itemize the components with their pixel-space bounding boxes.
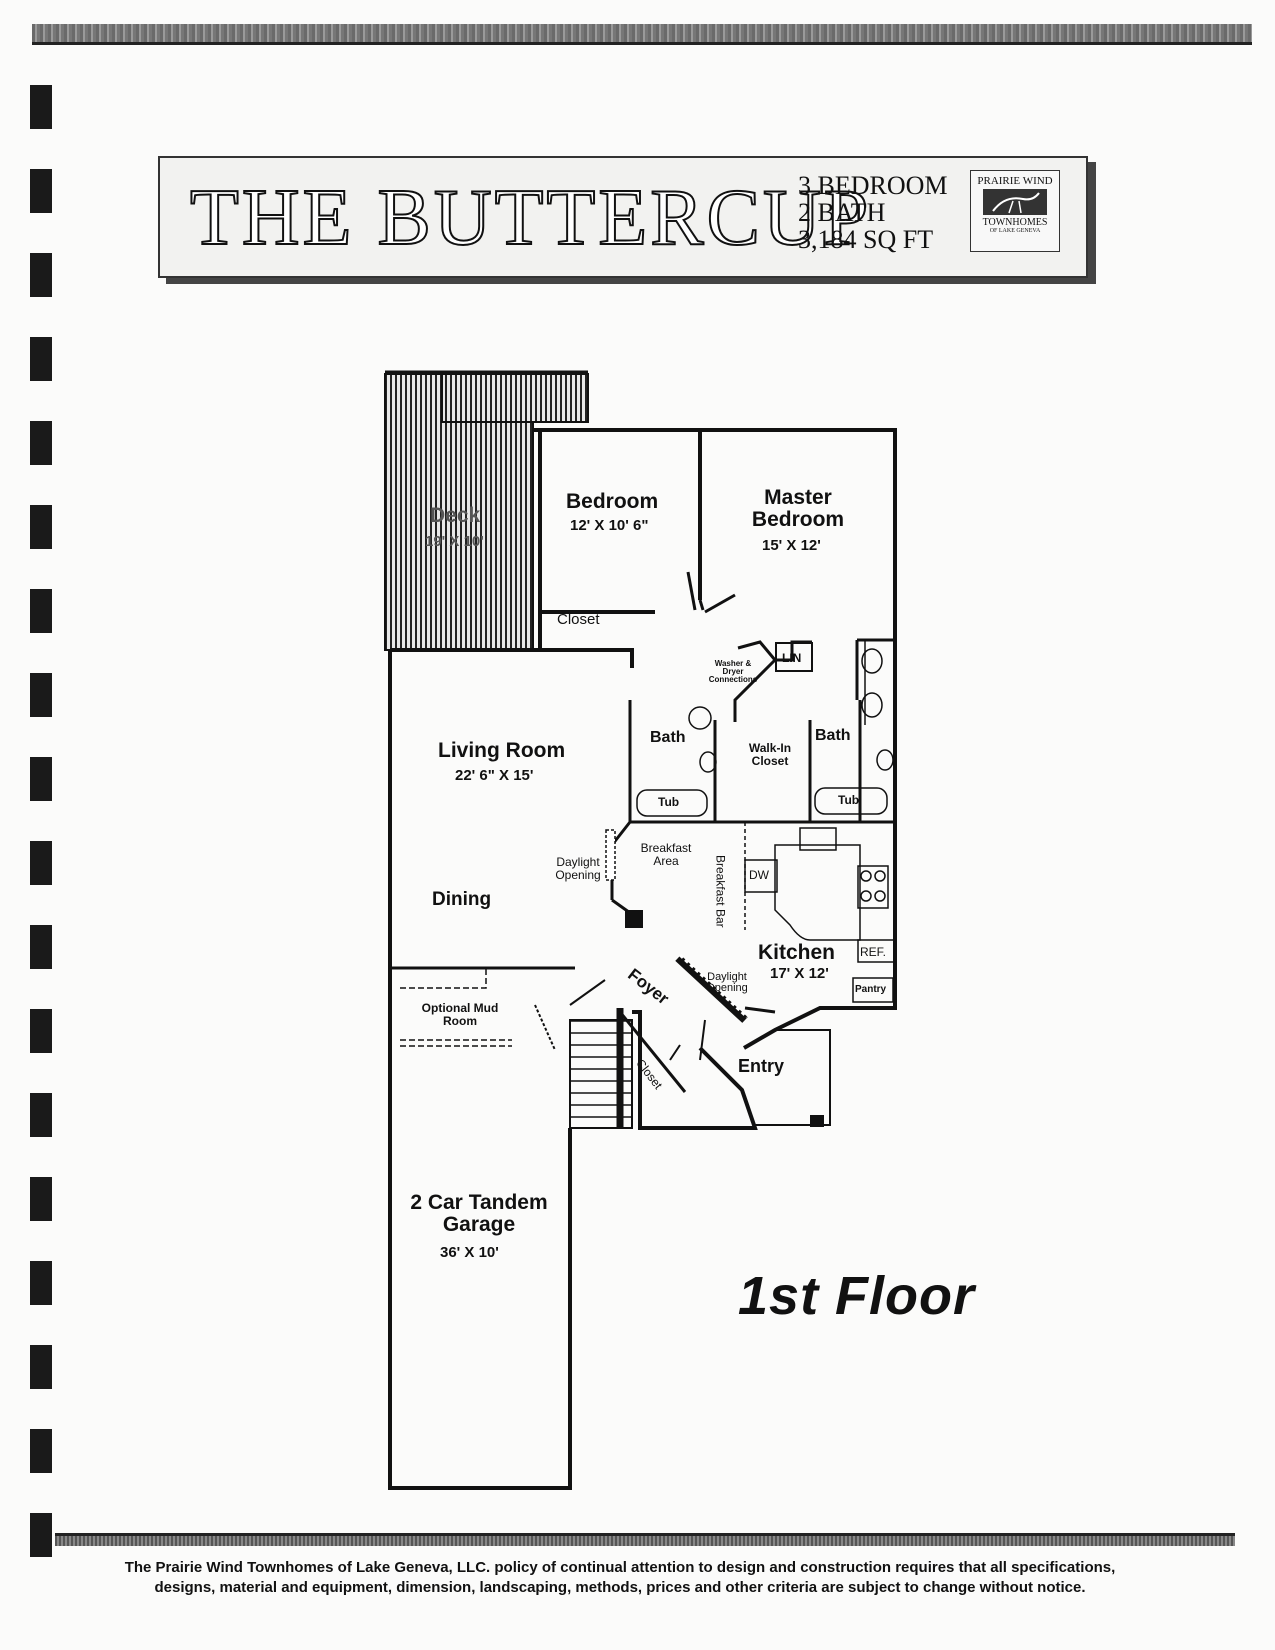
- bath-left-label: Bath: [650, 729, 686, 746]
- sink-left: [688, 706, 712, 730]
- kitchen-dim: 17' X 12': [770, 965, 829, 982]
- floor-label: 1st Floor: [738, 1266, 976, 1326]
- breakfast-area-label: Breakfast Area: [640, 841, 692, 868]
- kitchen-fixtures: [744, 822, 895, 1003]
- disclaimer-footer: The Prairie Wind Townhomes of Lake Genev…: [124, 1559, 1116, 1596]
- interior-walls: [390, 571, 895, 1014]
- plan-title: THE BUTTERCUP: [189, 174, 872, 262]
- pantry-label: Pantry: [855, 984, 887, 995]
- bedroom-count: 3 BEDROOM: [798, 171, 948, 200]
- kitchen-label: Kitchen: [758, 941, 836, 964]
- top-scan-border: [32, 24, 1252, 45]
- daylight-opening-1: [605, 829, 616, 881]
- bedroom-dim: 12' X 10' 6": [570, 517, 649, 534]
- tub-left: [636, 789, 708, 817]
- entry-label: Entry: [738, 1056, 785, 1076]
- logo-line-1: PRAIRIE WIND: [977, 175, 1053, 187]
- deck-dim: 19' X 10': [425, 533, 484, 550]
- heron-icon: [983, 189, 1047, 215]
- sink-right-1: [861, 648, 883, 674]
- title-banner: THE BUTTERCUP 3 BEDROOM 2 BATH 3,184 SQ …: [158, 156, 1088, 278]
- plan-specs: 3 BEDROOM 2 BATH 3,184 SQ FT: [798, 172, 948, 253]
- tub-right: [814, 787, 888, 815]
- binder-holes: [30, 85, 56, 1597]
- refrigerator-label: REF.: [860, 945, 887, 959]
- daylight-opening-label-1: Daylight Opening: [555, 855, 601, 882]
- bath-count: 2 BATH: [798, 198, 886, 227]
- master-bedroom-dim: 15' X 12': [762, 537, 821, 554]
- tub-right-label: Tub: [838, 793, 860, 807]
- daylight-opening-label-2: Daylight Opening: [706, 971, 748, 994]
- square-footage: 3,184 SQ FT: [798, 225, 934, 254]
- dishwasher-label: DW: [749, 868, 769, 882]
- dining-label: Dining: [432, 889, 492, 910]
- exterior-walls: [388, 428, 897, 1050]
- logo-line-3: OF LAKE GENEVA: [989, 228, 1041, 234]
- linen-label: LIN: [782, 651, 802, 665]
- deck-rail: [441, 373, 589, 423]
- foyer-walls: [632, 1010, 758, 1130]
- garage-label: 2 Car Tandem Garage: [410, 1191, 548, 1237]
- master-bedroom-label: Master Bedroom: [751, 486, 845, 532]
- bedroom-label: Bedroom: [566, 490, 659, 513]
- bottom-scan-border: [55, 1533, 1235, 1546]
- living-room-label: Living Room: [438, 739, 566, 762]
- tub-left-label: Tub: [658, 795, 680, 809]
- breakfast-bar-label: Breakfast Bar: [713, 854, 728, 928]
- garage-dim: 36' X 10': [440, 1244, 499, 1261]
- mud-room-label: Optional Mud Room: [421, 1001, 499, 1028]
- linen-closet: [775, 642, 813, 672]
- bath-right-label: Bath: [815, 727, 851, 744]
- logo-line-2: TOWNHOMES: [982, 217, 1048, 228]
- toilet-left: [699, 751, 717, 773]
- closet-label: Closet: [557, 611, 600, 628]
- sink-right-2: [861, 692, 883, 718]
- prairie-wind-logo: PRAIRIE WIND TOWNHOMES OF LAKE GENEVA: [970, 170, 1060, 252]
- walkin-closet-label: Walk-In Closet: [748, 741, 792, 768]
- deck-label: Deck: [430, 504, 481, 527]
- toilet-right: [876, 749, 894, 771]
- washer-dryer-label: Washer & Dryer Connections: [708, 659, 758, 684]
- living-room-dim: 22' 6" X 15': [455, 767, 534, 784]
